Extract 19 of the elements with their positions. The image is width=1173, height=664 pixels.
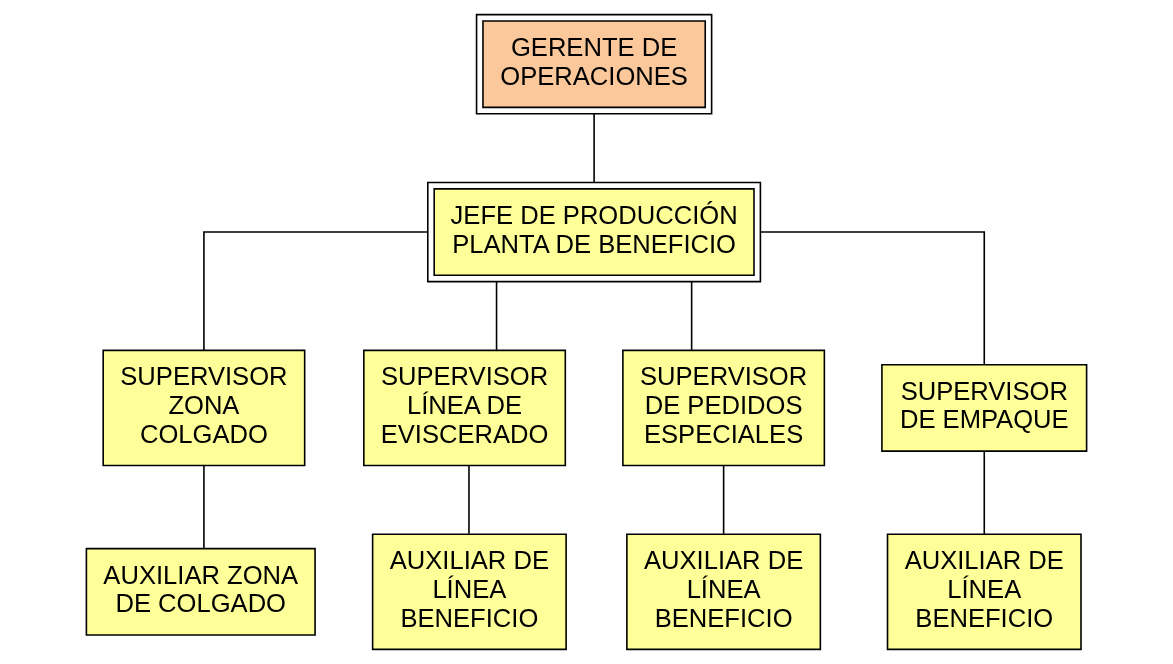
connector bbox=[983, 450, 986, 535]
node-box: SUPERVISOR DE EMPAQUE bbox=[881, 363, 1088, 452]
connector bbox=[759, 231, 986, 366]
connector bbox=[203, 231, 429, 352]
node-box: SUPERVISOR DE PEDIDOS ESPECIALES bbox=[622, 349, 826, 467]
node-box: GERENTE DE OPERACIONES bbox=[475, 13, 713, 115]
connector bbox=[722, 464, 725, 535]
node-box: SUPERVISOR LÍNEA DE EVISCERADO bbox=[363, 349, 567, 467]
node-box: AUXILIAR DE LÍNEA BENEFICIO bbox=[371, 533, 567, 651]
connector bbox=[468, 464, 470, 535]
connector bbox=[690, 281, 693, 351]
node-box: JEFE DE PRODUCCIÓN PLANTA DE BENEFICIO bbox=[427, 181, 762, 283]
node-box: SUPERVISOR ZONA COLGADO bbox=[102, 349, 306, 467]
node-box: AUXILIAR ZONA DE COLGADO bbox=[85, 547, 316, 636]
node-box: AUXILIAR DE LÍNEA BENEFICIO bbox=[626, 533, 822, 651]
connector bbox=[203, 464, 205, 550]
connector bbox=[495, 281, 498, 351]
node-box: AUXILIAR DE LÍNEA BENEFICIO bbox=[886, 533, 1082, 651]
connector bbox=[593, 113, 595, 183]
